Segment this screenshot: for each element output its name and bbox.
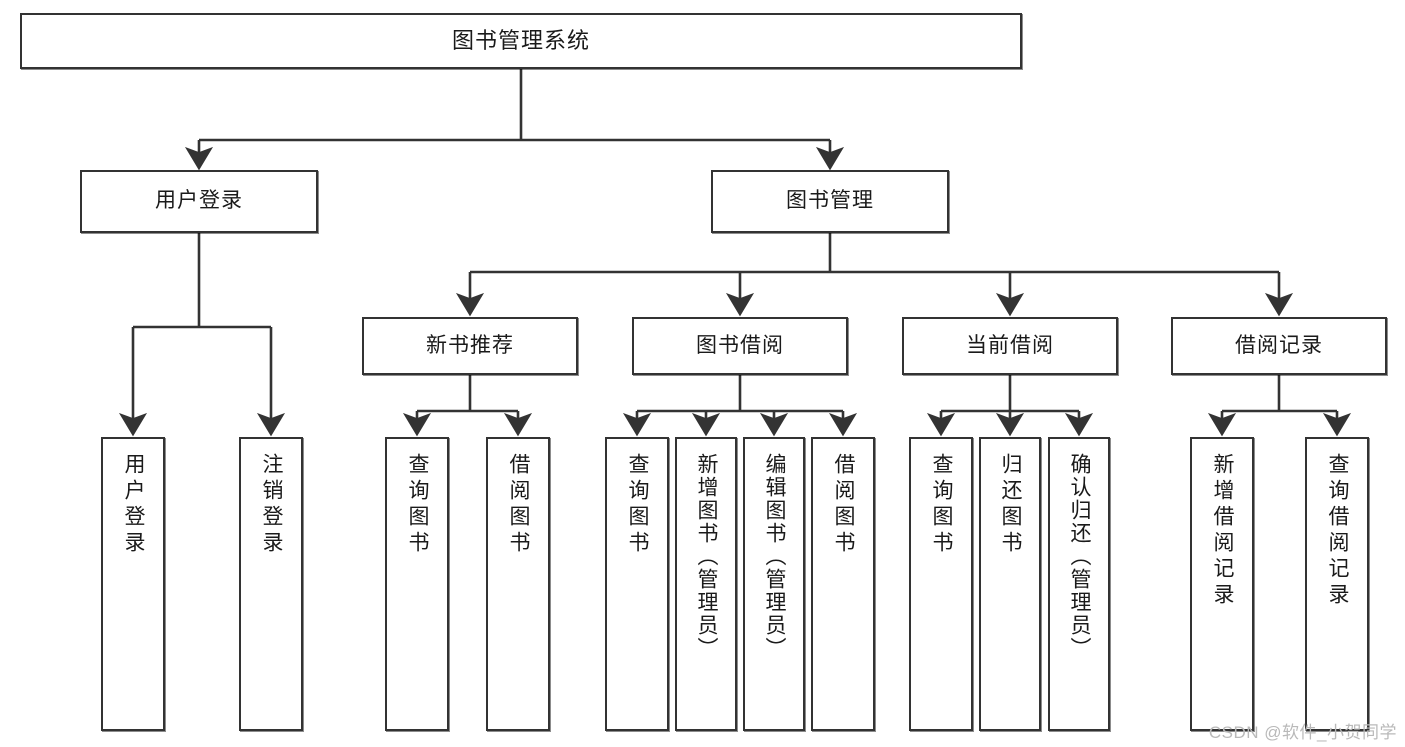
leaf-add-borrow-record[interactable]: 新增借阅记录 — [1190, 437, 1254, 731]
node-current-borrowing[interactable]: 当前借阅 — [902, 317, 1118, 375]
leaf-query-borrow-record[interactable]: 查询借阅记录 — [1305, 437, 1369, 731]
node-label: 查询图书 — [406, 453, 430, 557]
node-user-login[interactable]: 用户登录 — [80, 170, 318, 233]
node-label: 确认归还（管理员） — [1068, 453, 1092, 660]
node-label: 图书借阅 — [696, 333, 784, 357]
node-book-borrowing[interactable]: 图书借阅 — [632, 317, 848, 375]
node-borrowing-record[interactable]: 借阅记录 — [1171, 317, 1387, 375]
node-label: 当前借阅 — [966, 333, 1054, 357]
leaf-return-book[interactable]: 归还图书 — [979, 437, 1041, 731]
leaf-user-login[interactable]: 用户登录 — [101, 437, 165, 731]
node-label: 新书推荐 — [426, 333, 514, 357]
csdn-watermark: CSDN @软件_小贺同学 — [1208, 723, 1397, 742]
node-label: 图书管理系统 — [451, 27, 590, 53]
node-label: 归还图书 — [999, 453, 1023, 557]
node-label: 用户登录 — [155, 189, 243, 213]
leaf-query-book-current[interactable]: 查询图书 — [909, 437, 973, 731]
node-label: 新增借阅记录 — [1211, 453, 1235, 609]
node-label: 借阅图书 — [507, 453, 531, 557]
node-label: 借阅图书 — [832, 453, 856, 557]
node-label: 注销登录 — [260, 453, 284, 557]
leaf-borrow-book[interactable]: 借阅图书 — [811, 437, 875, 731]
node-label: 新增图书（管理员） — [695, 453, 719, 660]
node-label: 查询借阅记录 — [1326, 453, 1350, 609]
leaf-edit-book-admin[interactable]: 编辑图书（管理员） — [743, 437, 805, 731]
node-label: 编辑图书（管理员） — [763, 453, 787, 660]
node-new-book-recommendation[interactable]: 新书推荐 — [362, 317, 578, 375]
node-label: 借阅记录 — [1235, 333, 1323, 357]
node-book-management[interactable]: 图书管理 — [711, 170, 949, 233]
leaf-confirm-return-admin[interactable]: 确认归还（管理员） — [1048, 437, 1110, 731]
node-label: 图书管理 — [786, 189, 874, 213]
leaf-query-book-recommend[interactable]: 查询图书 — [385, 437, 449, 731]
node-label: 查询图书 — [626, 453, 650, 557]
leaf-query-book-borrow[interactable]: 查询图书 — [605, 437, 669, 731]
leaf-add-book-admin[interactable]: 新增图书（管理员） — [675, 437, 737, 731]
node-label: 用户登录 — [122, 453, 146, 557]
leaf-borrow-book-recommend[interactable]: 借阅图书 — [486, 437, 550, 731]
leaf-logout[interactable]: 注销登录 — [239, 437, 303, 731]
node-label: 查询图书 — [930, 453, 954, 557]
node-root-book-management-system[interactable]: 图书管理系统 — [20, 13, 1022, 69]
